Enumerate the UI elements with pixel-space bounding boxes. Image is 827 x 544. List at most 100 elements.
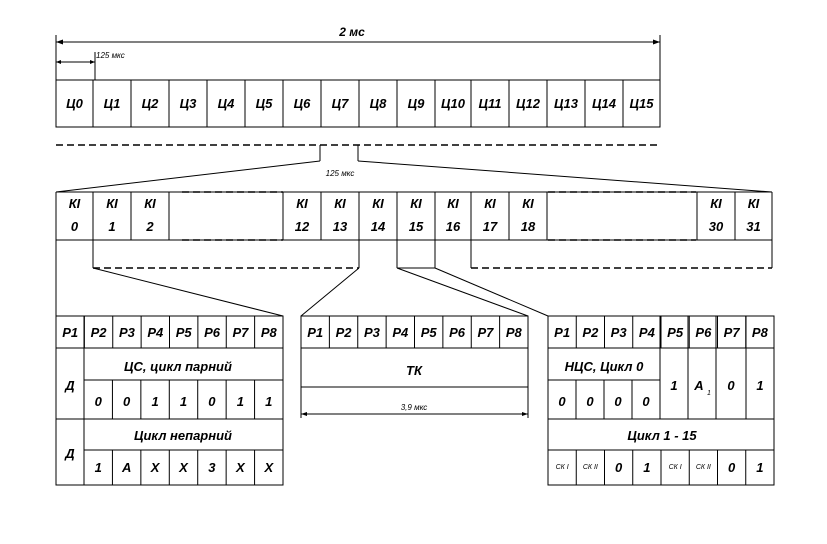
bit-header: Р7 bbox=[477, 325, 494, 340]
arrow-head-right bbox=[653, 39, 660, 45]
bit-header: Р6 bbox=[695, 325, 712, 340]
cycle-cell: Ц8 bbox=[370, 96, 387, 111]
timeslot-duration-label: 125 мкс bbox=[96, 51, 125, 60]
bit-header: Р1 bbox=[554, 325, 570, 340]
right-p8-value: 1 bbox=[756, 378, 763, 393]
cycle-cell: Ц12 bbox=[516, 96, 541, 111]
right-row1-value: 0 bbox=[614, 394, 622, 409]
cycle-cell: Ц3 bbox=[180, 96, 197, 111]
left-row2-value: А bbox=[121, 460, 131, 475]
right-row2-value: СК І bbox=[669, 464, 682, 471]
left-row1-title: ЦС, цикл парний bbox=[124, 359, 232, 374]
channel-label: КІ bbox=[106, 196, 118, 211]
cycle-cell: Ц6 bbox=[294, 96, 311, 111]
right-row1-value: 0 bbox=[642, 394, 650, 409]
channel-number: 14 bbox=[371, 219, 386, 234]
cycle-cell: Ц1 bbox=[104, 96, 121, 111]
left-row2-value: Х bbox=[235, 460, 246, 475]
cycle-cell: Ц14 bbox=[592, 96, 617, 111]
mid-content-label: ТК bbox=[406, 363, 423, 378]
channel-label: КІ bbox=[410, 196, 422, 211]
channel-number: 0 bbox=[71, 219, 79, 234]
channels-section: КІ0КІ1КІ2КІ12КІ13КІ14КІ15КІ16КІ17КІ18КІ3… bbox=[55, 191, 773, 316]
right-row2-title: Цикл 1 - 15 bbox=[627, 428, 697, 443]
channel-label: КІ bbox=[447, 196, 459, 211]
channel-label: КІ bbox=[710, 196, 722, 211]
channel-number: 17 bbox=[483, 219, 498, 234]
bit-header: Р7 bbox=[232, 325, 249, 340]
bit-header: Р3 bbox=[611, 325, 628, 340]
frame-table bbox=[55, 79, 661, 128]
bit-header: Р7 bbox=[724, 325, 741, 340]
left-row1-value: 0 bbox=[208, 394, 216, 409]
cycle-cell: Ц13 bbox=[554, 96, 579, 111]
mid-bit-table: Р1 Р2 Р3 Р4 Р5 Р6 Р7 Р8 ТК 3,9 мкс bbox=[300, 315, 529, 418]
left-row2-value: Х bbox=[178, 460, 189, 475]
expansion-lines-top bbox=[55, 145, 773, 193]
arrow-head-left bbox=[56, 39, 63, 45]
bit-header: Р3 bbox=[119, 325, 136, 340]
bit-header: Р1 bbox=[62, 325, 78, 340]
channel-label: КІ bbox=[372, 196, 384, 211]
left-row1-value: 1 bbox=[265, 394, 272, 409]
right-row2-value: СК ІІ bbox=[696, 464, 711, 471]
channel-number: 2 bbox=[145, 219, 154, 234]
left-row1-value: 0 bbox=[123, 394, 131, 409]
channel-label: КІ bbox=[748, 196, 760, 211]
bit-header: Р1 bbox=[307, 325, 323, 340]
channel-number: 13 bbox=[333, 219, 348, 234]
channel-number: 18 bbox=[521, 219, 536, 234]
bit-header: Р4 bbox=[392, 325, 409, 340]
right-row2-value: 1 bbox=[756, 460, 763, 475]
left-row2-value: 3 bbox=[208, 460, 216, 475]
bit-header: Р2 bbox=[582, 325, 599, 340]
bit-header: Р2 bbox=[91, 325, 108, 340]
bit-header: Р4 bbox=[639, 325, 656, 340]
channel-label: КІ bbox=[334, 196, 346, 211]
cycle-cell: Ц0 bbox=[66, 96, 83, 111]
right-row2-value: 1 bbox=[643, 460, 650, 475]
channel-number: 31 bbox=[746, 219, 760, 234]
left-row1-value: 0 bbox=[95, 394, 103, 409]
right-row2-value: СК І bbox=[556, 464, 569, 471]
left-row1-value: 1 bbox=[237, 394, 244, 409]
mid-duration-label: 3,9 мкс bbox=[401, 403, 428, 412]
channel-number: 16 bbox=[446, 219, 461, 234]
bit-header: Р6 bbox=[449, 325, 466, 340]
channel-number: 1 bbox=[108, 219, 115, 234]
bit-header: Р4 bbox=[147, 325, 164, 340]
cycle-cell: Ц9 bbox=[408, 96, 425, 111]
left-row1-label: Д bbox=[64, 378, 75, 393]
channel-number: 30 bbox=[709, 219, 724, 234]
frame-duration-label: 2 мс bbox=[338, 25, 365, 39]
channel-number: 15 bbox=[409, 219, 424, 234]
bit-header: Р3 bbox=[364, 325, 381, 340]
channel-label: КІ bbox=[69, 196, 81, 211]
right-row2-value: СК ІІ bbox=[583, 464, 598, 471]
cycle-cell: Ц5 bbox=[256, 96, 273, 111]
cycle-cell: Ц4 bbox=[218, 96, 235, 111]
bit-header: Р5 bbox=[421, 325, 438, 340]
right-p5-value: 1 bbox=[670, 378, 677, 393]
expansion-lines-bottom bbox=[92, 267, 549, 317]
bit-header: Р5 bbox=[176, 325, 193, 340]
bit-header: Р2 bbox=[336, 325, 353, 340]
bit-header: Р8 bbox=[506, 325, 523, 340]
left-row2-value: Х bbox=[263, 460, 274, 475]
bit-header: Р8 bbox=[261, 325, 278, 340]
right-p7-value: 0 bbox=[727, 378, 735, 393]
left-row2-title: Цикл непарний bbox=[134, 428, 232, 443]
right-p6-value: А bbox=[693, 378, 703, 393]
cycle-cell: Ц2 bbox=[142, 96, 159, 111]
right-row1-title: НЦС, Цикл 0 bbox=[565, 359, 645, 374]
right-row1-value: 0 bbox=[586, 394, 594, 409]
bit-header: Р8 bbox=[752, 325, 769, 340]
channel-label: КІ bbox=[144, 196, 156, 211]
cycle-cell: Ц15 bbox=[630, 96, 655, 111]
channel-label: КІ bbox=[522, 196, 534, 211]
right-row2-value: 0 bbox=[615, 460, 623, 475]
right-row2-value: 0 bbox=[728, 460, 736, 475]
left-row2-label: Д bbox=[64, 446, 75, 461]
